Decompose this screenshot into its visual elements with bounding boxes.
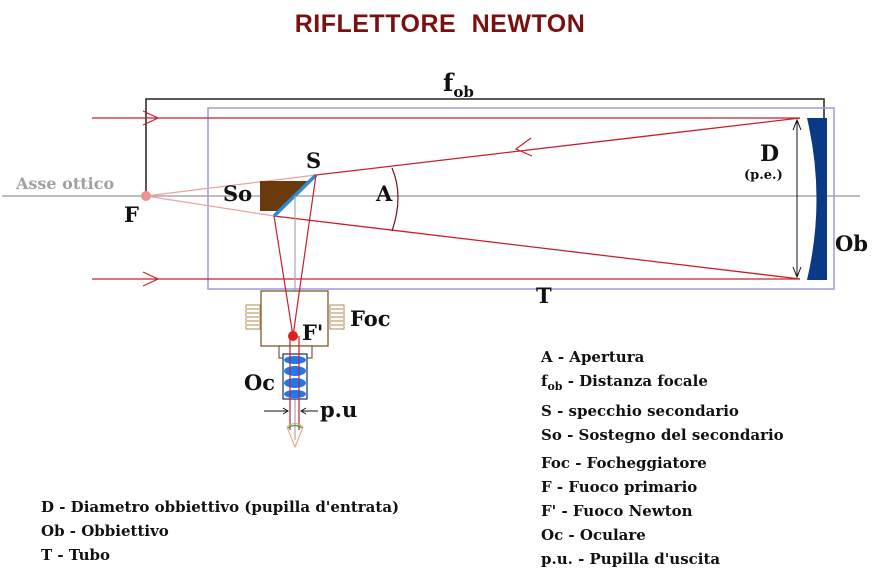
arrow-head — [792, 266, 802, 279]
virtual-ray-top — [145, 174, 317, 197]
eyepiece-lens — [284, 356, 306, 364]
secondary-mirror — [272, 173, 318, 218]
arrow-head — [142, 271, 160, 287]
eyepiece-lens — [284, 366, 306, 376]
arrow-head — [300, 407, 307, 415]
focal-length-symbol: f — [443, 68, 454, 97]
arrow-head — [142, 110, 160, 126]
legend-item: Oc - Oculare — [541, 526, 646, 544]
newton-focus-label: F' — [302, 320, 324, 345]
eye-icon — [286, 423, 304, 449]
legend-item: A - Apertura — [541, 348, 645, 366]
arrow-head — [514, 137, 533, 157]
newton-ray-left — [273, 215, 294, 337]
focuser-knob-right — [329, 304, 345, 330]
newton-ray-right — [292, 174, 317, 337]
tube-label: T — [536, 283, 552, 308]
eyepiece-lens — [284, 378, 306, 388]
eye-lens-icon — [287, 424, 303, 429]
aperture-arc — [391, 167, 399, 232]
legend-item: p.u. - Pupilla d'uscita — [541, 550, 721, 568]
tube — [207, 107, 835, 290]
legend-item: Ob - Obbiettivo — [41, 522, 169, 540]
focuser-knob-left — [245, 304, 261, 330]
secondary-mirror-label: S — [306, 148, 322, 173]
eyepiece-lens — [284, 390, 306, 398]
focal-length-label: fob — [443, 68, 474, 101]
aperture-label: A — [376, 181, 393, 206]
legend-item: fob - Distanza focale — [541, 372, 708, 393]
support-label: So — [223, 181, 253, 206]
virtual-ray-bottom — [145, 195, 275, 217]
diagram-title: RIFLETTORE NEWTON — [294, 10, 586, 38]
legend-item: D - Diametro obbiettivo (pupilla d'entra… — [41, 498, 400, 516]
legend-left: D - Diametro obbiettivo (pupilla d'entra… — [41, 495, 399, 567]
primary-mirror — [807, 118, 827, 280]
legend-item: So - Sostegno del secondario — [541, 426, 784, 444]
reflected-ray-top — [315, 117, 801, 176]
primary-focus-point — [141, 191, 151, 201]
objective-label: Ob — [835, 231, 868, 256]
legend-item: T - Tubo — [41, 546, 111, 564]
focuser-label: Foc — [350, 306, 391, 331]
legend-item: F' - Fuoco Newton — [541, 502, 693, 520]
newton-focus-point — [288, 331, 298, 341]
focal-length-subscript: ob — [453, 82, 474, 101]
legend-right: A - Apertura fob - Distanza focale S - s… — [541, 345, 784, 571]
entrance-pupil-label: (p.e.) — [744, 168, 783, 183]
arrow-head — [792, 118, 802, 131]
exit-pupil-label: p.u — [320, 397, 358, 422]
legend-item: Foc - Focheggiatore — [541, 454, 707, 472]
legend-item: S - specchio secondario — [541, 402, 739, 420]
legend-item: F - Fuoco primario — [541, 478, 698, 496]
secondary-support — [260, 181, 308, 211]
optical-axis-label: Asse ottico — [16, 174, 115, 193]
diameter-label: D — [760, 141, 780, 167]
reflected-ray-bottom — [273, 215, 801, 280]
arrow-head — [282, 407, 289, 415]
eyepiece-label: Oc — [244, 370, 276, 395]
primary-focus-label: F — [124, 202, 139, 227]
